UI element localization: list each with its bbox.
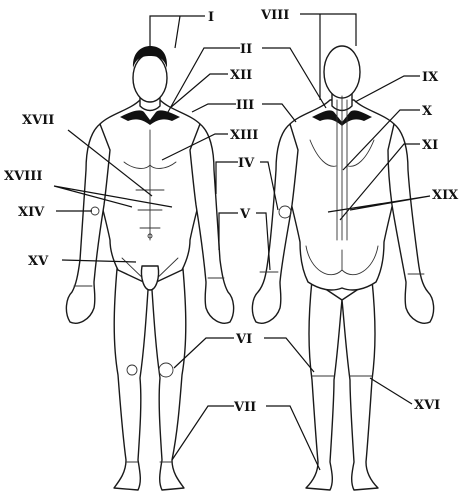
label-XIII: XIII (230, 128, 258, 143)
label-III: III (236, 98, 254, 113)
label-II: II (240, 42, 252, 57)
label-XVIII: XVIII (4, 169, 42, 184)
label-X: X (422, 104, 433, 119)
label-XVI: XVI (414, 398, 440, 413)
front-head (133, 54, 167, 102)
front-right-leg (150, 258, 186, 490)
leader-VII (172, 406, 320, 470)
front-right-arm (190, 124, 234, 323)
label-VII: VII (233, 400, 256, 415)
back-right-arm (388, 124, 434, 323)
label-V: V (239, 207, 251, 222)
label-XI: XI (422, 138, 438, 153)
leader-XII (170, 74, 228, 108)
label-VI: VI (235, 332, 252, 347)
label-IV: IV (238, 156, 255, 171)
label-VIII: VIII (260, 8, 289, 23)
back-left-arm (252, 124, 298, 323)
front-figure (66, 46, 233, 490)
label-I: I (208, 10, 214, 25)
front-left-leg (114, 258, 150, 490)
label-XV: XV (28, 254, 49, 269)
label-XIX: XIX (432, 188, 459, 203)
front-left-arm (66, 124, 110, 323)
leader-IX (355, 76, 420, 102)
label-XII: XII (230, 68, 252, 83)
label-IX: IX (422, 70, 439, 85)
label-XVII: XVII (22, 113, 54, 128)
front-genitals (141, 266, 158, 290)
back-left-leg (306, 280, 342, 490)
leader-XVI (370, 378, 412, 404)
leader-I (150, 16, 205, 48)
back-figure (252, 46, 433, 490)
back-head (324, 46, 360, 98)
back-right-leg (342, 280, 378, 490)
label-XIV: XIV (18, 205, 45, 220)
